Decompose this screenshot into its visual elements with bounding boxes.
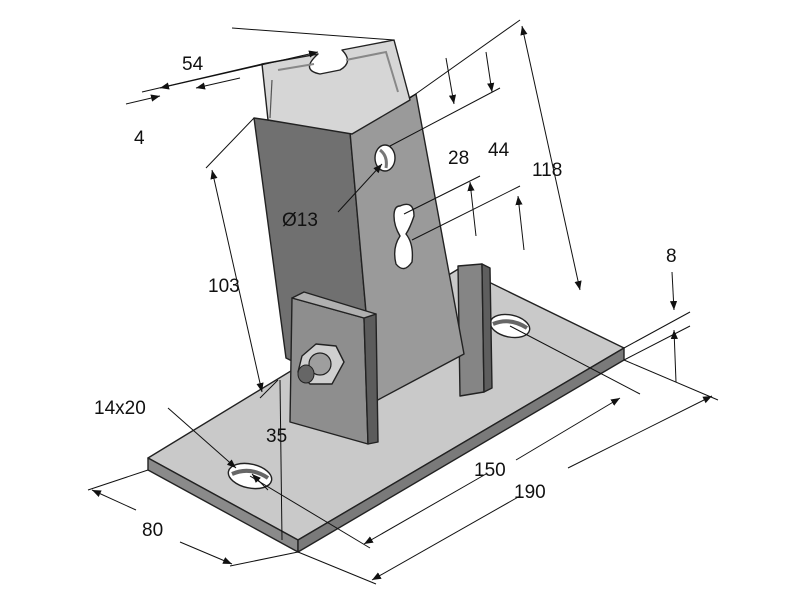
dim-label-4: 4 <box>134 128 145 149</box>
dim-label-54: 54 <box>182 54 204 75</box>
dim-label-hole-diameter: Ø13 <box>282 210 318 231</box>
dim-label-8: 8 <box>666 246 677 267</box>
dim-label-44: 44 <box>488 140 510 161</box>
hex-nut <box>297 343 345 385</box>
dim-label-28: 28 <box>448 148 469 169</box>
dim-label-35: 35 <box>266 426 287 447</box>
rear-side-plate <box>457 263 493 397</box>
dim-label-14x20: 14x20 <box>94 398 146 419</box>
dim-label-80: 80 <box>142 520 163 541</box>
dim-label-190: 190 <box>514 482 546 503</box>
dim-label-118: 118 <box>532 160 562 181</box>
dim-label-103: 103 <box>208 276 240 297</box>
figure-eight-slot <box>393 203 415 270</box>
dimension-lines <box>87 19 719 585</box>
dim-label-150: 150 <box>474 460 506 481</box>
dimension-labels: 54 4 28 44 118 103 Ø13 8 14x20 35 150 19… <box>94 54 677 541</box>
base-plate <box>147 267 625 553</box>
